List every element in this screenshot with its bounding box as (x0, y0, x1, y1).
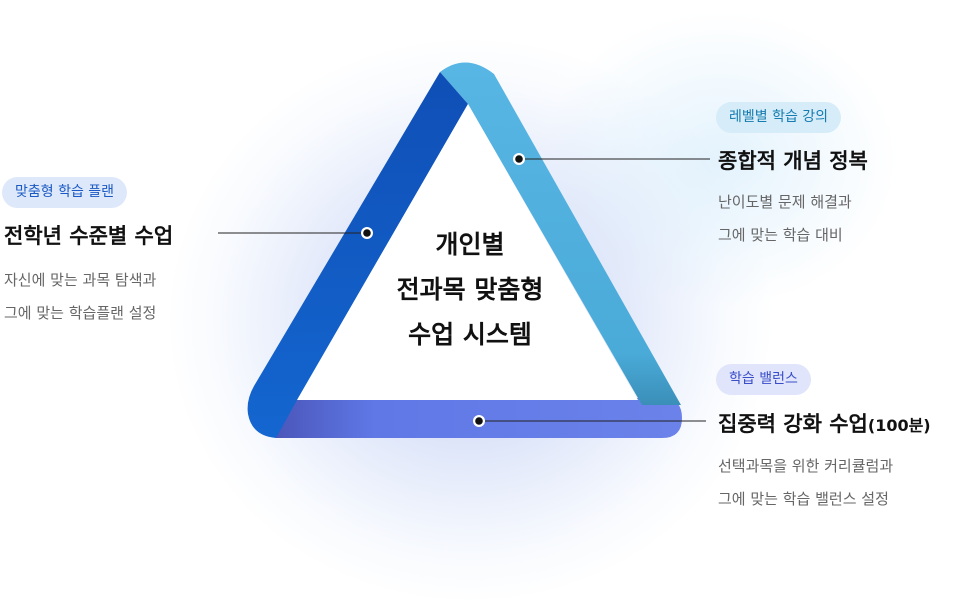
center-title-line2: 전과목 맞춤형 (396, 275, 544, 304)
bottom-right-badge: 학습 밸런스 (716, 364, 811, 395)
bottom-right-description-line2: 그에 맞는 학습 밸런스 설정 (718, 490, 889, 508)
bottom-right-title-main: 집중력 강화 수업 (718, 412, 868, 436)
top-right-description-line2: 그에 맞는 학습 대비 (718, 226, 843, 244)
bottom-right-title-suffix: (100분) (867, 416, 931, 435)
center-title: 개인별 전과목 맞춤형 수업 시스템 (360, 222, 580, 357)
top-right-badge: 레벨별 학습 강의 (716, 102, 842, 133)
left-description: 자신에 맞는 과목 탐색과 그에 맞는 학습플랜 설정 (4, 264, 156, 330)
triangle-side-left (247, 72, 468, 438)
left-title: 전학년 수준별 수업 (4, 224, 174, 248)
center-title-line3: 수업 시스템 (408, 320, 532, 349)
center-title-line1: 개인별 (435, 230, 505, 259)
left-description-line2: 그에 맞는 학습플랜 설정 (4, 304, 157, 322)
triangle-inner (297, 104, 638, 400)
bottom-right-description-line1: 선택과목을 위한 커리큘럼과 (718, 457, 894, 475)
bottom-right-title: 집중력 강화 수업(100분) (718, 408, 931, 438)
top-right-title: 종합적 개념 정복 (718, 149, 868, 173)
triangle-side-right (440, 62, 681, 405)
left-description-line1: 자신에 맞는 과목 탐색과 (4, 271, 157, 289)
background-glow-secondary (540, 10, 900, 310)
bottom-right-description: 선택과목을 위한 커리큘럼과 그에 맞는 학습 밸런스 설정 (718, 450, 893, 516)
top-right-description: 난이도별 문제 해결과 그에 맞는 학습 대비 (718, 186, 852, 252)
top-right-description-line1: 난이도별 문제 해결과 (718, 193, 852, 211)
left-badge: 맞춤형 학습 플랜 (2, 177, 128, 208)
